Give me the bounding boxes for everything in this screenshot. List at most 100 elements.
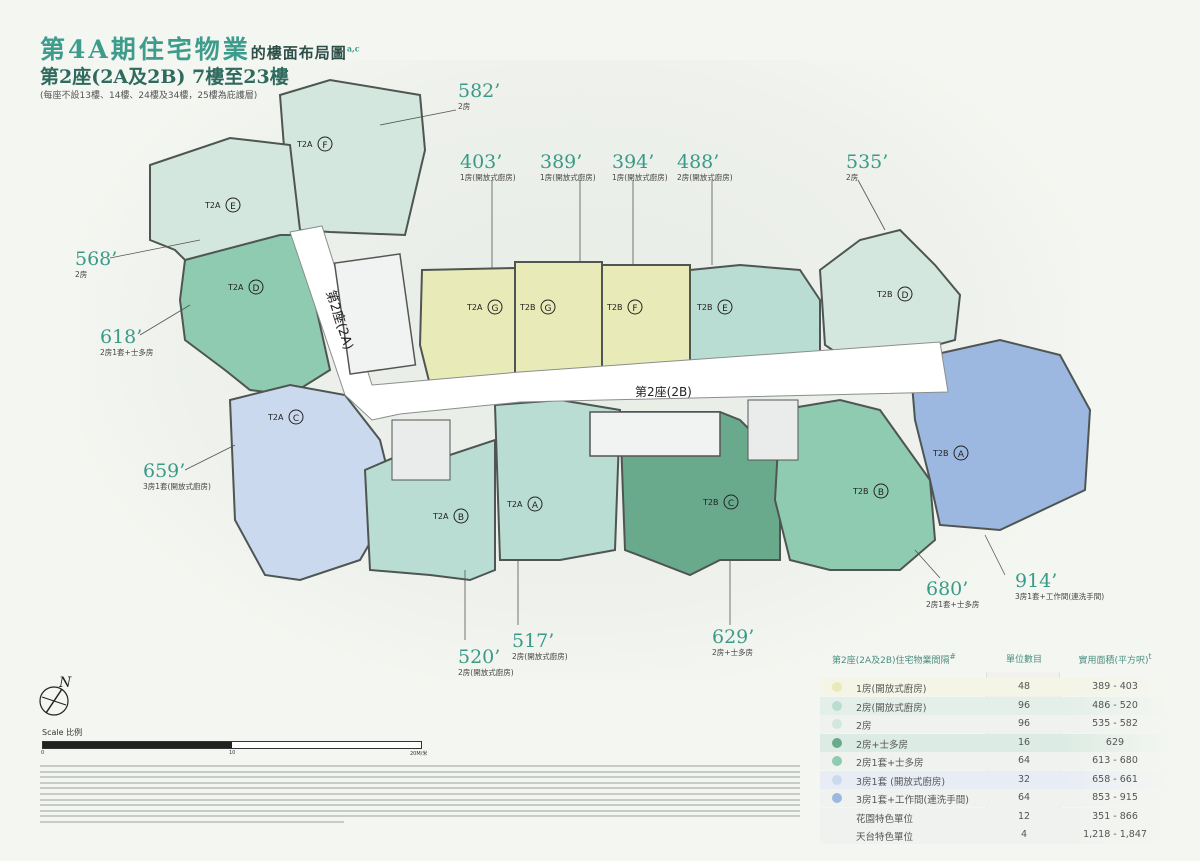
legend-area-range: 1,218 - 1,847 [1083,829,1147,840]
unit-code-tag: T2B [606,303,622,312]
unit-letter-circle [627,299,643,315]
legend-swatch [832,719,842,729]
unit-area-label: 582’2房 [458,82,500,112]
legend-area-range: 389 - 403 [1092,681,1138,692]
unit-area-label: 618’2房1套+士多房 [100,328,153,358]
unit-letter-circle [527,496,543,512]
unit-type: 1房(開放式廚房) [540,173,596,182]
legend-type: 1房(開放式廚房) [856,684,927,695]
legend-type: 2房+士多房 [856,739,909,751]
unit-code-tag: T2A [506,500,523,509]
unit-letter: C [293,414,299,424]
tower-2b-label: 第2座(2B) [635,384,692,399]
stair-2a [391,419,451,481]
unit-area: 389’ [540,151,583,173]
compass-circle [39,686,69,716]
lift-core-2b [589,411,721,457]
unit-type: 3房1套(開放式廚房) [143,482,211,491]
legend-count: 4 [1020,829,1028,840]
scale-tick-10: 10 [229,750,236,756]
unit-area-label: 629’2房+士多房 [712,628,754,658]
legend-type: 花園特色單位 [856,813,914,825]
legend-count: 16 [1017,736,1031,748]
unit-area: 914’ [1015,570,1058,592]
legend-header-area: 實用面積(平方呎)t [1078,652,1152,666]
title-main: 第4A期住宅物業 [40,35,251,64]
legend-count: 64 [1017,755,1031,766]
unit-type: 3房1套+工作間(連洗手間) [1015,592,1105,601]
unit-area: 659’ [143,460,186,482]
legend-type: 天台特色單位 [856,832,914,843]
legend-type: 2房 [856,721,872,732]
leader-line [857,179,886,231]
legend-area-range: 535 - 582 [1092,718,1138,729]
page-subtitle: 第2座(2A及2B) 7樓至23樓 [40,66,289,88]
unit-area: 403’ [460,151,503,173]
unit-code-tag: T2B [702,498,718,507]
unit-letter: E [722,304,728,314]
unit-t2b-a [908,338,1092,532]
unit-type: 1房(開放式廚房) [612,173,668,182]
unit-area-label: 488’2房(開放式廚房) [677,153,733,183]
unit-letter-circle [248,279,264,295]
scale-bar [42,741,422,749]
leader-line [184,444,236,471]
leader-line [109,239,201,259]
legend-count: 64 [1017,792,1031,803]
legend-swatch [832,756,842,766]
unit-letter: D [253,284,260,294]
unit-code-tag: T2B [519,303,535,312]
unit-letter: D [902,291,909,301]
legend-swatch [832,682,842,692]
legend-count: 96 [1017,699,1031,711]
unit-type: 2房 [75,270,88,279]
legend-type: 3房1套+工作間(連洗手間) [856,795,969,806]
unit-type: 2房+士多房 [712,648,754,657]
unit-letter-circle [723,494,739,510]
unit-area: 618’ [100,326,143,348]
unit-area-label: 389’1房(開放式廚房) [540,153,596,183]
unit-area: 629’ [712,626,755,648]
legend-count: 12 [1017,810,1031,822]
unit-code-tag: T2A [466,303,483,312]
unit-letter: B [878,488,884,498]
unit-area-label: 394’1房(開放式廚房) [612,153,668,183]
unit-code-tag: T2A [227,283,244,292]
floor-note: (每座不設13樓、14樓、24樓及34樓，25樓為庇護層) [40,91,258,101]
compass: N [39,675,72,716]
unit-letter: F [632,304,637,314]
unit-type: 1房(開放式廚房) [460,173,516,182]
unit-area: 520’ [458,646,501,668]
title-tail: 的樓面布局圖 [250,44,347,62]
unit-letter: E [230,202,236,212]
unit-letter: G [545,304,552,314]
unit-type: 2房1套+士多房 [926,600,980,609]
unit-letter-circle [540,299,556,315]
unit-letter: A [532,501,539,511]
scale-label: Scale 比例 [42,728,83,737]
title-superscript: a,c [346,43,360,54]
unit-letter: B [458,513,464,523]
unit-code-tag: T2B [696,303,712,312]
leader-lines [109,109,1006,640]
unit-code-tag: T2A [432,512,449,521]
legend-area-range: 658 - 661 [1092,773,1138,785]
unit-letter: F [322,141,327,151]
unit-type: 2房(開放式廚房) [512,652,568,661]
unit-area: 488’ [677,151,720,173]
unit-area-label: 520’2房(開放式廚房) [458,648,514,678]
legend-swatch [832,700,842,711]
unit-t2a-g [418,266,516,387]
unit-area: 582’ [458,80,501,102]
leader-line [379,109,457,126]
lift-core-2a [333,253,417,375]
fine-print-notes [40,765,800,827]
legend-swatch [832,737,842,748]
